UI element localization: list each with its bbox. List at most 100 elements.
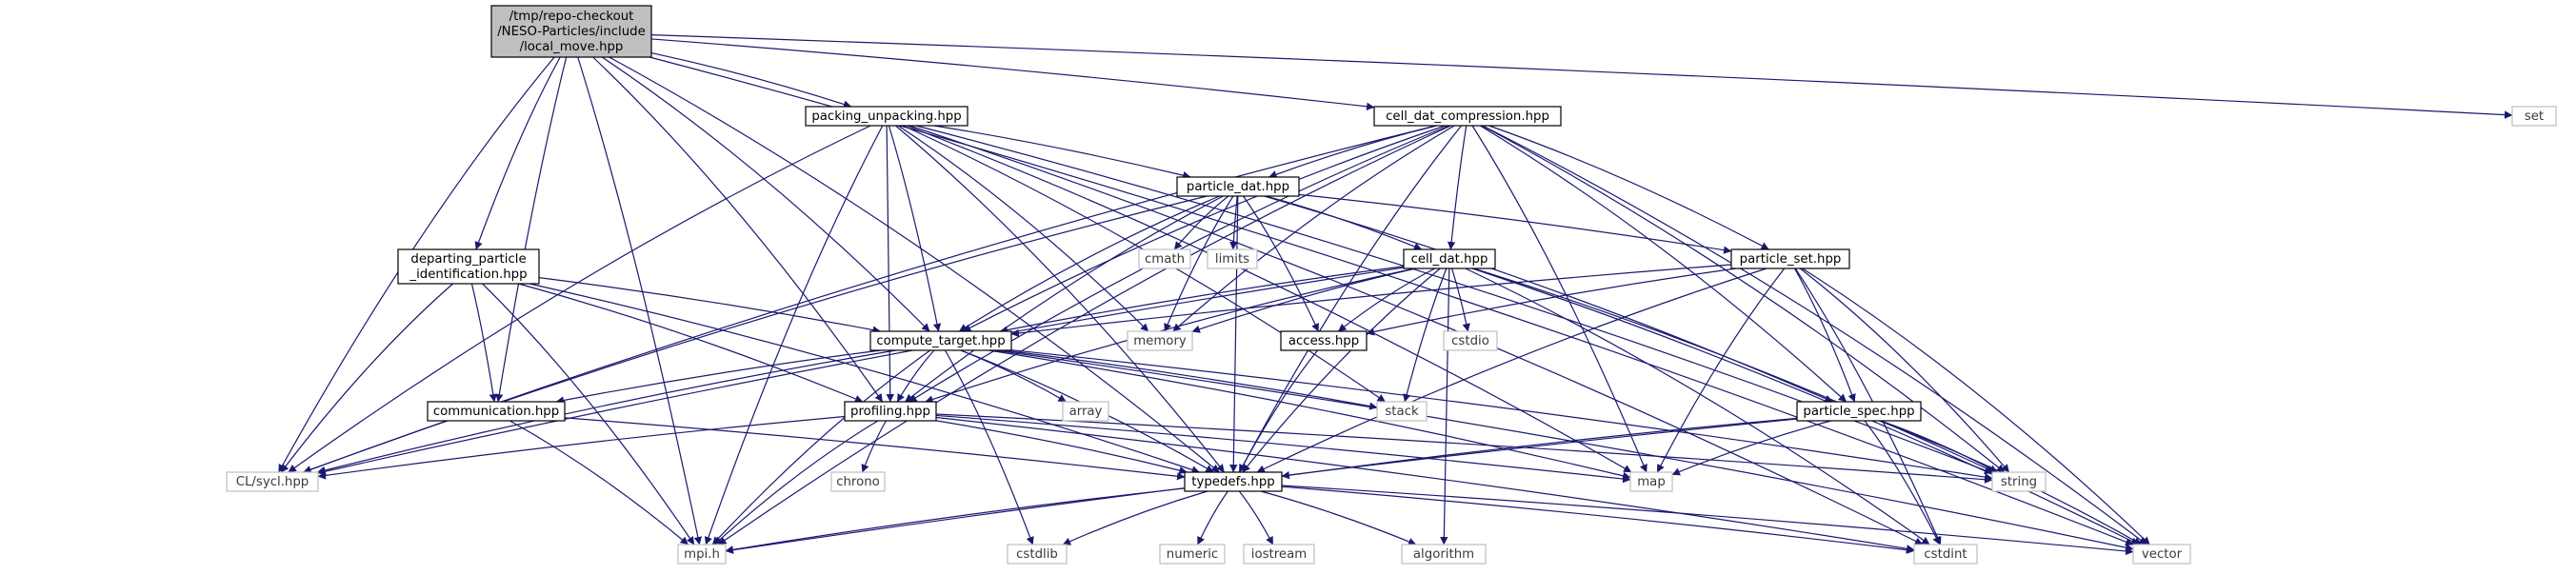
edge-compute_target-to-communication	[555, 349, 881, 405]
edge-particle_dat-to-access	[1243, 195, 1319, 332]
node-access[interactable]: access.hpp	[1280, 330, 1368, 351]
edge-compute_target-to-cl_sycl	[317, 349, 896, 475]
edge-cell_dat-to-typedefs	[1242, 268, 1441, 473]
node-departing[interactable]: departing_particle_identification.hpp	[397, 248, 540, 285]
node-label: compute_target.hpp	[876, 334, 1005, 348]
node-box	[869, 330, 1012, 351]
edge-cell_dat-to-memory	[1191, 268, 1416, 333]
node-cstdint: cstdint	[1913, 544, 1978, 565]
node-cmath: cmath	[1138, 248, 1191, 269]
edge-profiling-to-cl_sycl	[317, 415, 846, 480]
edge-departing-to-profiling	[518, 283, 864, 403]
edge-compute_target-to-mpi	[711, 349, 931, 545]
node-layer: /tmp/repo-checkout/NESO-Particles/includ…	[226, 5, 2557, 565]
edge-local_move-to-compute_target	[601, 56, 930, 332]
edge-packing_unpacking-to-typedefs	[895, 125, 1225, 473]
node-label: limits	[1215, 252, 1249, 267]
edge-cell_dat-to-stack	[1403, 268, 1448, 403]
edge-communication-to-typedefs	[564, 417, 1186, 481]
node-profiling[interactable]: profiling.hpp	[844, 401, 937, 422]
edge-local_move-to-cl_sycl	[278, 56, 555, 473]
node-chrono: chrono	[830, 471, 886, 492]
edge-particle_set-to-particle_spec	[1793, 268, 1856, 403]
edge-profiling-to-mpi	[713, 420, 879, 545]
edge-cell_dat_compression-to-compute_target	[963, 125, 1446, 332]
edge-packing_unpacking-to-cl_sycl	[288, 125, 871, 473]
edge-particle_dat-to-particle_set	[1298, 193, 1732, 254]
node-particle_dat[interactable]: particle_dat.hpp	[1176, 176, 1300, 197]
node-communication[interactable]: communication.hpp	[427, 401, 566, 422]
edge-cell_dat-to-cstdio	[1450, 268, 1470, 332]
edge-communication-to-mpi	[509, 420, 689, 545]
node-box	[1159, 544, 1226, 565]
node-box	[677, 544, 727, 565]
node-box	[490, 5, 652, 58]
node-iostream: iostream	[1243, 544, 1315, 565]
node-label: memory	[1133, 334, 1187, 348]
edge-departing-to-mpi	[482, 283, 695, 545]
edge-cell_dat-to-cstdint	[1465, 268, 1930, 545]
edge-departing-to-cl_sycl	[280, 283, 453, 473]
edge-cell_dat-to-access	[1337, 268, 1435, 332]
edge-packing_unpacking-to-cstdint	[909, 125, 1924, 545]
edge-cell_dat-to-algorithm	[1440, 268, 1450, 545]
edge-particle_spec-to-map	[1671, 420, 1831, 476]
edge-profiling-to-typedefs	[935, 420, 1188, 475]
node-typedefs[interactable]: typedefs.hpp	[1184, 471, 1283, 492]
node-local_move[interactable]: /tmp/repo-checkout/NESO-Particles/includ…	[490, 5, 652, 58]
edge-particle_spec-to-string	[1880, 420, 1998, 473]
edge-compute_target-to-string	[1010, 349, 1993, 482]
node-box	[1062, 401, 1109, 422]
edge-departing-to-typedefs	[529, 283, 1200, 474]
node-label: chrono	[836, 475, 880, 489]
edge-particle_set-to-vector	[1802, 268, 2150, 545]
edge-compute_target-to-cstdlib	[944, 349, 1034, 545]
node-numeric: numeric	[1159, 544, 1226, 565]
edge-particle_set-to-access	[1366, 268, 1737, 336]
node-label: mpi.h	[684, 547, 720, 562]
node-cell_dat[interactable]: cell_dat.hpp	[1403, 248, 1496, 269]
edge-compute_target-to-vector	[995, 349, 2134, 552]
node-mpi: mpi.h	[677, 544, 727, 565]
node-label: cell_dat_compression.hpp	[1386, 109, 1549, 124]
node-label: vector	[2142, 547, 2183, 562]
edge-cell_dat_compression-to-particle_spec	[1479, 125, 1847, 403]
node-label: array	[1069, 405, 1103, 419]
edge-local_move-to-packing_unpacking	[650, 51, 852, 109]
edge-cell_dat_compression-to-cell_dat	[1447, 125, 1468, 250]
node-particle_spec[interactable]: particle_spec.hpp	[1796, 401, 1922, 422]
node-label: departing_particle	[410, 252, 526, 267]
node-memory: memory	[1127, 330, 1193, 351]
node-packing_unpacking[interactable]: packing_unpacking.hpp	[805, 106, 968, 127]
node-box	[1730, 248, 1850, 269]
edge-compute_target-to-map	[988, 349, 1631, 480]
node-particle_set[interactable]: particle_set.hpp	[1730, 248, 1850, 269]
node-label: cstdint	[1924, 547, 1967, 562]
edge-cell_dat_compression-to-map	[1471, 125, 1647, 473]
node-stack: stack	[1376, 401, 1428, 422]
node-label: cmath	[1145, 252, 1185, 267]
edge-typedefs-to-cstdint	[1281, 486, 1915, 554]
node-box	[2511, 106, 2557, 127]
edge-particle_set-to-typedefs	[1256, 268, 1767, 473]
edge-particle_dat-to-cl_sycl	[303, 195, 1208, 474]
node-label: _identification.hpp	[409, 268, 527, 282]
node-label: iostream	[1251, 547, 1307, 562]
node-cstdlib: cstdlib	[1007, 544, 1068, 565]
node-label: communication.hpp	[433, 405, 559, 419]
node-array: array	[1062, 401, 1109, 422]
node-box	[226, 471, 319, 492]
node-cell_dat_compression[interactable]: cell_dat_compression.hpp	[1373, 106, 1562, 127]
node-box	[397, 248, 540, 285]
edge-compute_target-to-stack	[1003, 349, 1378, 410]
edge-cell_dat_compression-to-particle_set	[1488, 125, 1769, 250]
node-compute_target[interactable]: compute_target.hpp	[869, 330, 1012, 351]
node-label: algorithm	[1413, 547, 1474, 562]
edge-particle_dat-to-profiling	[905, 195, 1224, 403]
node-label: typedefs.hpp	[1191, 475, 1274, 489]
node-box	[1629, 471, 1673, 492]
node-box	[1443, 330, 1498, 351]
edge-particle_set-to-cstdint	[1794, 268, 1942, 545]
node-cstdio: cstdio	[1443, 330, 1498, 351]
